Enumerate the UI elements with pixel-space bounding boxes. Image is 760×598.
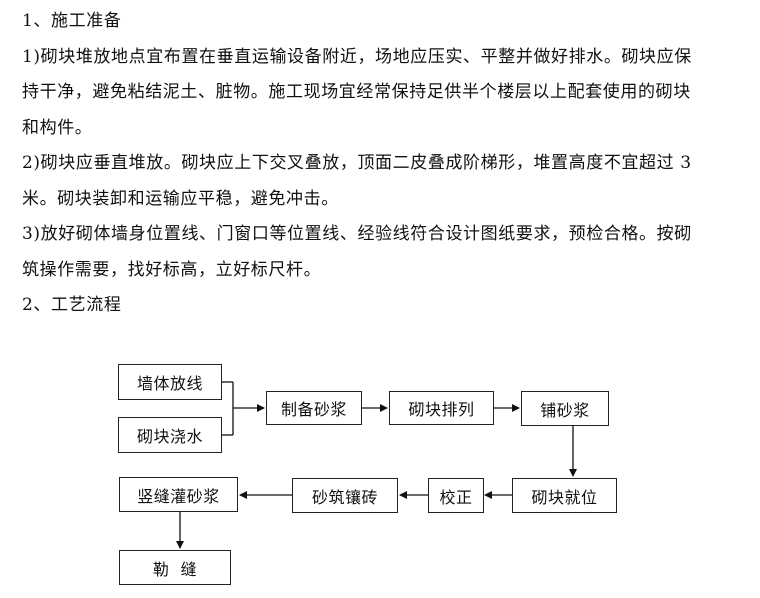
paragraph-line: 和构件。 <box>22 117 93 138</box>
section-1-heading: 1、施工准备 <box>22 11 122 31</box>
section-2-heading: 2、工艺流程 <box>22 295 122 315</box>
step-prepare-mortar: 制备砂浆 <box>266 391 362 425</box>
paragraph-line: 1)砌块堆放地点宜布置在垂直运输设备附近，场地应压实、平整并做好排水。砌块应保 <box>22 46 692 67</box>
paragraph-line: 筑操作需要，找好标高，立好标尺杆。 <box>22 259 322 280</box>
step-vertical-joint-grouting: 竖缝灌砂浆 <box>119 477 238 512</box>
paragraph-line: 米。砌块装卸和运输应平稳，避免冲击。 <box>22 188 339 209</box>
step-mortar-brick-infill: 砂筑镶砖 <box>292 478 398 513</box>
step-correction: 校正 <box>428 478 484 513</box>
step-block-arrangement: 砌块排列 <box>389 391 494 425</box>
step-block-positioning: 砌块就位 <box>512 478 617 513</box>
step-block-watering: 砌块浇水 <box>118 417 222 453</box>
paragraph-line: 2)砌块应垂直堆放。砌块应上下交叉叠放，顶面二皮叠成阶梯形，堆置高度不宜超过 3 <box>22 153 692 173</box>
paragraph-line: 3)放好砌体墙身位置线、门窗口等位置线、经验线符合设计图纸要求，预检合格。按砌 <box>22 224 692 244</box>
step-joint-pointing: 勒 缝 <box>119 550 231 585</box>
paragraph-line: 持干净，避免粘结泥土、脏物。施工现场宜经常保持足供半个楼层以上配套使用的砌块 <box>22 82 691 102</box>
step-spread-mortar: 铺砂浆 <box>521 391 609 426</box>
text-content: 1、施工准备 1)砌块堆放地点宜布置在垂直运输设备附近，场地应压实、平整并做好排… <box>22 4 734 324</box>
step-wall-layout: 墙体放线 <box>118 364 222 400</box>
